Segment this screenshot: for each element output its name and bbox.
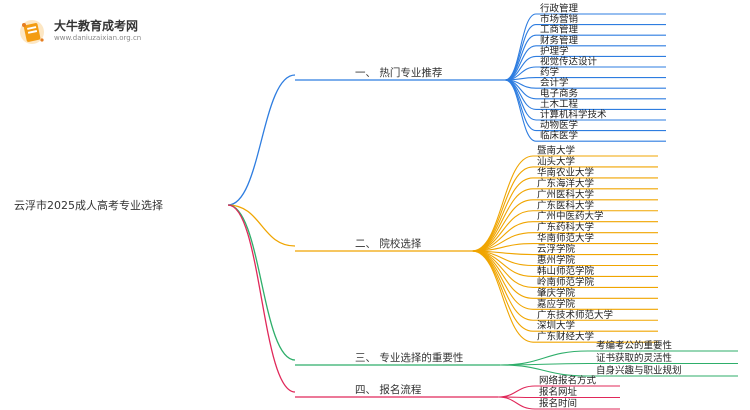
branch-label: 三、 专业选择的重要性: [355, 351, 463, 364]
leaf-label: 证书获取的灵活性: [596, 352, 673, 364]
leaf-label: 华南农业大学: [537, 166, 594, 178]
leaf-connector: [471, 250, 534, 343]
leaf-label: 动物医学: [540, 119, 578, 131]
leaf-label: 广东海洋大学: [537, 177, 594, 189]
leaf-label: 药学: [540, 66, 559, 78]
logo-title: 大牛教育成考网: [54, 19, 139, 33]
leaf-label: 电子商务: [540, 87, 579, 99]
leaf-label: 云浮学院: [537, 243, 576, 255]
leaf-connector: [504, 55, 537, 81]
leaf-label: 考编考公的重要性: [596, 340, 673, 352]
leaf-connector: [471, 250, 534, 310]
leaf-label: 工商管理: [540, 24, 579, 36]
leaf-label: 韩山师范学院: [537, 265, 595, 277]
root-topic: 云浮市2025成人高考专业选择: [14, 198, 163, 212]
leaf-connector: [471, 210, 534, 252]
leaf-connector: [471, 155, 534, 252]
branch-connector: [227, 204, 296, 247]
leaf-connector: [471, 188, 534, 252]
leaf-label: 广东医科大学: [537, 199, 594, 211]
leaf-label: 惠州学院: [537, 254, 576, 266]
branch-label: 四、 报名流程: [355, 383, 422, 396]
leaf-label: 市场营销: [540, 13, 579, 25]
leaf-label: 深圳大学: [537, 320, 575, 332]
logo-url: www.daniuzaixian.org.cn: [54, 34, 142, 42]
leaf-label: 广东药科大学: [537, 221, 594, 233]
leaf-label: 行政管理: [540, 3, 579, 15]
leaf-label: 财务管理: [540, 34, 579, 46]
leaf-label: 嘉应学院: [537, 298, 576, 310]
leaf-label: 网络报名方式: [539, 375, 597, 387]
leaf-label: 计算机科学技术: [540, 109, 607, 121]
leaf-label: 广东财经大学: [537, 331, 594, 343]
leaf-label: 临床医学: [540, 130, 578, 142]
leaf-connector: [504, 24, 537, 81]
leaf-label: 广东技术师范大学: [537, 309, 613, 321]
leaf-label: 华南师范大学: [537, 232, 594, 244]
leaf-connector: [497, 385, 536, 398]
branch-connector: [227, 204, 296, 393]
leaf-label: 肇庆学院: [537, 287, 576, 299]
leaf-label: 广州医科大学: [537, 188, 594, 200]
branch-label: 二、 院校选择: [355, 237, 422, 250]
leaf-label: 护理学: [540, 45, 569, 57]
leaf-label: 岭南师范学院: [537, 276, 595, 288]
leaf-label: 广州中医药大学: [537, 210, 604, 222]
branch-label: 一、 热门专业推荐: [355, 66, 442, 79]
branch-connector: [227, 204, 296, 361]
site-logo[interactable]: 大牛教育成考网 www.daniuzaixian.org.cn: [18, 16, 188, 48]
leaf-label: 土木工程: [540, 98, 579, 110]
leaf-connector: [504, 79, 537, 121]
leaf-label: 会计学: [540, 77, 569, 89]
leaf-connector: [471, 250, 534, 288]
leaf-connector: [471, 166, 534, 252]
leaf-connector: [499, 350, 589, 366]
leaf-connector: [471, 177, 534, 252]
branch-connector: [227, 74, 296, 206]
leaf-label: 视觉传达设计: [540, 56, 598, 68]
leaf-connector: [504, 79, 537, 142]
book-logo-icon: [20, 20, 44, 44]
leaf-connector: [499, 364, 589, 377]
leaf-label: 汕头大学: [537, 155, 575, 167]
leaf-label: 报名网址: [539, 386, 578, 398]
leaf-label: 自身兴趣与职业规划: [596, 365, 682, 377]
leaf-label: 报名时间: [539, 398, 577, 410]
leaf-connector: [497, 396, 536, 410]
leaf-label: 暨南大学: [537, 145, 575, 157]
